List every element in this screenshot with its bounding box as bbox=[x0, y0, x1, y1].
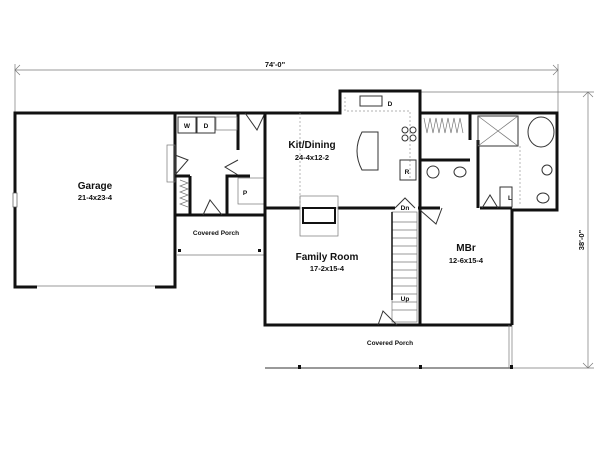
side-porch-label: Covered Porch bbox=[193, 230, 239, 237]
depth-label: 38'-0" bbox=[577, 229, 586, 250]
family-room-label: Family Room bbox=[296, 252, 359, 263]
stairs: Dn Up bbox=[391, 197, 418, 323]
kitchen-label: Kit/Dining bbox=[288, 140, 335, 151]
depth-dimension: 38'-0" bbox=[420, 91, 594, 369]
washer-label: W bbox=[184, 123, 191, 130]
width-dimension: 74'-0" bbox=[14, 60, 559, 113]
kitchen-size: 24-4x12-2 bbox=[295, 153, 329, 162]
family-room-size: 17-2x15-4 bbox=[310, 264, 345, 273]
house-walls bbox=[263, 89, 559, 327]
mbr-size: 12-6x15-4 bbox=[449, 256, 484, 265]
kitchen: D R Kit/Dining 24-4x12-2 bbox=[288, 95, 417, 181]
mbr-label: MBr bbox=[456, 243, 476, 254]
garage-size: 21-4x23-4 bbox=[78, 193, 113, 202]
width-label: 74'-0" bbox=[265, 60, 286, 69]
family-room: Family Room 17-2x15-4 bbox=[296, 252, 398, 326]
island bbox=[356, 131, 379, 171]
stairs-up-label: Up bbox=[401, 296, 410, 303]
refrigerator-label: R bbox=[405, 169, 410, 176]
fireplace bbox=[299, 195, 339, 237]
laundry: W D P bbox=[166, 111, 266, 217]
stairs-down-label: Dn bbox=[401, 205, 410, 212]
side-covered-porch: Covered Porch bbox=[177, 230, 265, 256]
linen-label: L bbox=[508, 195, 512, 202]
range-icon bbox=[401, 126, 417, 142]
dishwasher-label: D bbox=[388, 101, 393, 108]
garage-label: Garage bbox=[78, 181, 113, 192]
front-covered-porch: Covered Porch bbox=[265, 325, 513, 369]
front-porch-label: Covered Porch bbox=[367, 340, 413, 347]
pantry-label: P bbox=[243, 190, 248, 197]
garage: Garage 21-4x23-4 bbox=[12, 111, 177, 289]
master-suite: L MBr 12-6x15-4 bbox=[419, 115, 555, 265]
dryer-label: D bbox=[204, 123, 209, 130]
